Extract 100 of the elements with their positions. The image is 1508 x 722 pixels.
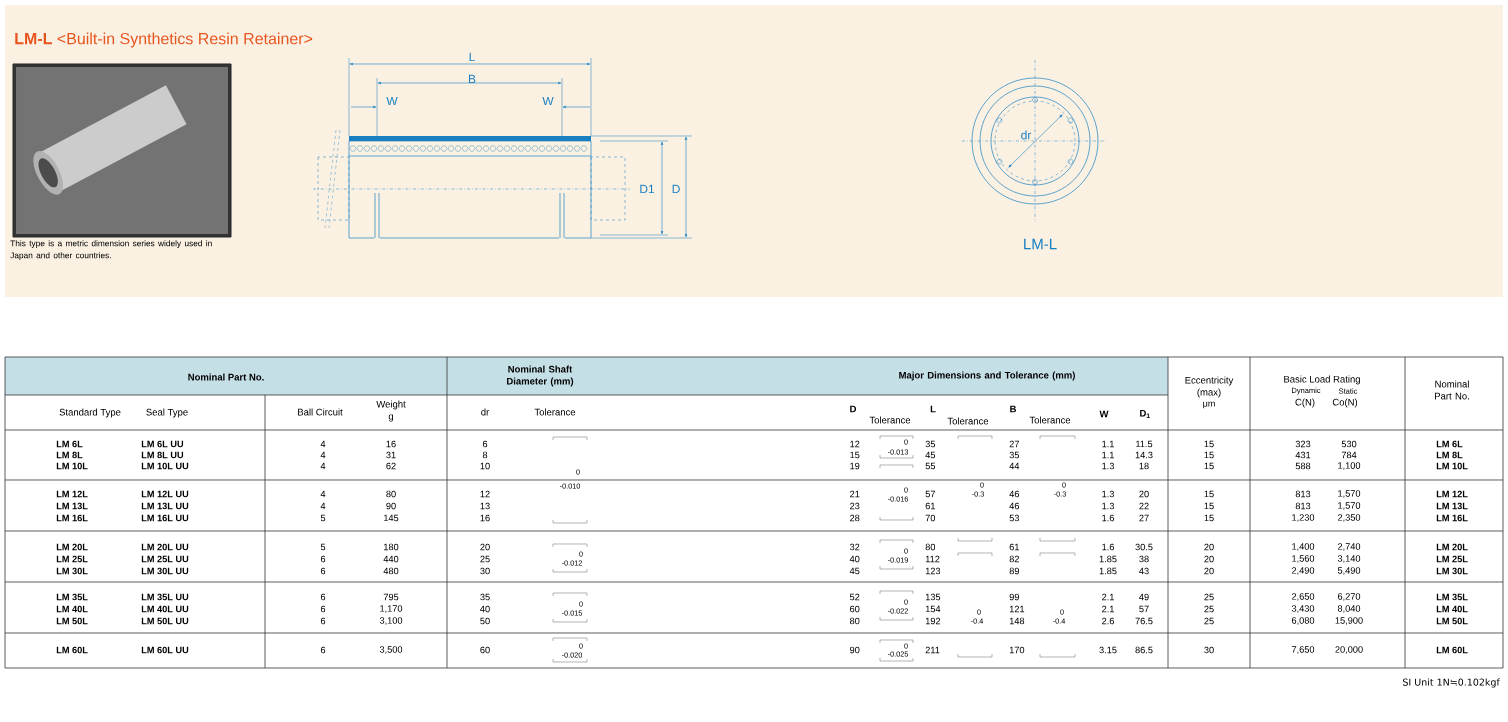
table-cell: 2,350 — [1337, 514, 1361, 522]
table-cell: LM 25L — [56, 555, 88, 563]
table-cell: 80 — [386, 490, 396, 498]
table-cell: LM 50L — [56, 617, 88, 625]
table-cell: LM 12L — [56, 490, 88, 498]
table-cell: LM 8L — [1436, 451, 1463, 459]
table-cell: 813 — [1295, 490, 1311, 498]
table-cell: 76.5 — [1135, 617, 1153, 625]
table-cell: 431 — [1295, 451, 1311, 459]
table-cell: 22 — [1139, 502, 1149, 510]
table-cell: 16 — [386, 440, 396, 448]
table-cell: 813 — [1295, 502, 1311, 510]
table-cell: 1.3 — [1102, 502, 1114, 510]
table-cell: 28 — [850, 514, 860, 522]
table-cell: LM 6L — [1436, 440, 1463, 448]
column-header: Tolerance — [869, 416, 911, 424]
table-cell: 40 — [849, 555, 860, 563]
table-cell: 1.6 — [1102, 543, 1114, 551]
table-cell: LM 50L — [1436, 617, 1468, 625]
table-cell: 145 — [384, 514, 399, 522]
table-cell: 32 — [849, 543, 860, 551]
table-cell: 82 — [1009, 555, 1019, 563]
table-cell: LM 20L — [1436, 543, 1468, 551]
table-cell: LM 10L — [56, 462, 88, 470]
column-header: C(N) — [1295, 398, 1315, 408]
table-cell: 323 — [1295, 440, 1311, 448]
column-header: D$_{1}$ — [1140, 410, 1150, 418]
table-cell: 55 — [925, 462, 936, 470]
table-cell: 80 — [850, 617, 860, 625]
column-header: Nominal Shaft Diameter (mm) — [507, 365, 574, 387]
table-cell: 1,100 — [1338, 462, 1361, 470]
table-cell: 25 — [1204, 605, 1214, 613]
table-cell: 123 — [925, 567, 941, 575]
table-cell: 25 — [1204, 593, 1214, 601]
table-cell: LM 10L — [1436, 462, 1468, 470]
table-cell: 2.6 — [1102, 617, 1114, 625]
column-header: g — [388, 414, 394, 422]
table-cell: 2,650 — [1291, 593, 1315, 601]
table-cell: 4 — [320, 451, 326, 459]
table-cell: 1.1 — [1102, 440, 1114, 448]
table-cell: 1,560 — [1292, 555, 1315, 563]
table-cell: 90 — [850, 646, 860, 654]
table-cell: 80 — [925, 543, 936, 551]
table-cell: 5 — [320, 543, 326, 551]
table-cell: 588 — [1295, 462, 1311, 470]
table-cell: LM 8L — [56, 451, 83, 459]
table-cell: 13 — [480, 502, 490, 510]
table-cell: 27 — [1139, 514, 1149, 522]
table-cell: LM 12L UU — [141, 490, 189, 498]
table-cell: 795 — [383, 593, 399, 601]
table-cell: 86.5 — [1135, 646, 1153, 654]
table-cell: 57 — [925, 490, 935, 498]
column-header: Seal Type — [146, 408, 188, 418]
table-cell: LM 20L — [56, 543, 88, 551]
column-header: Major Dimensions and Tolerance (mm) — [899, 371, 1075, 381]
table-cell: 15 — [1204, 462, 1214, 470]
table-cell: 16 — [480, 514, 490, 522]
table-cell: LM 20L UU — [141, 543, 189, 551]
dimension-label: L — [469, 52, 475, 62]
table-cell: 3,140 — [1337, 555, 1361, 563]
table-cell: 18 — [1139, 462, 1149, 470]
table-cell: LM 8L UU — [141, 451, 184, 459]
table-cell: 2.1 — [1102, 605, 1114, 613]
table-cell: LM 60L — [56, 646, 88, 654]
table-cell: 2.1 — [1102, 593, 1114, 601]
column-header: B — [1010, 405, 1016, 413]
table-cell: LM 10L UU — [141, 462, 189, 470]
dimension-label: W — [542, 96, 554, 106]
table-cell: 4 — [320, 502, 326, 510]
table-cell: LM 25L UU — [141, 555, 189, 563]
table-cell: 21 — [850, 490, 860, 498]
table-cell: 31 — [386, 451, 396, 459]
table-cell: 25 — [480, 555, 490, 563]
table-cell: 480 — [383, 567, 399, 575]
table-cell: 440 — [383, 555, 399, 563]
dimension-label: W — [386, 96, 398, 106]
table-cell: 35 — [480, 593, 490, 601]
table-cell: 180 — [384, 543, 399, 551]
table-cell: 3,500 — [379, 646, 403, 654]
table-cell: 148 — [1009, 617, 1025, 625]
table-cell: 1,170 — [380, 605, 403, 613]
column-header: Tolerance — [534, 408, 576, 416]
table-cell: 57 — [1139, 605, 1149, 613]
table-cell: 12 — [850, 440, 860, 448]
table-cell: 6 — [320, 593, 326, 601]
table-cell: 43 — [1139, 567, 1149, 575]
table-cell: LM 16L — [1436, 514, 1468, 522]
table-cell: 45 — [849, 567, 860, 575]
table-cell: 15 — [1204, 490, 1214, 498]
table-cell: LM 30L — [56, 567, 88, 575]
table-cell: 60 — [850, 605, 860, 613]
table-cell: 6 — [320, 555, 326, 563]
table-cell: 30.5 — [1135, 543, 1153, 551]
table-cell: 121 — [1009, 605, 1025, 613]
table-cell: 1.1 — [1102, 451, 1114, 459]
table-cell: LM 60L UU — [141, 646, 189, 654]
table-cell: 211 — [925, 646, 940, 654]
table-cell: 6,270 — [1337, 593, 1361, 601]
table-cell: 61 — [1009, 543, 1019, 551]
table-cell: LM 35L — [1436, 593, 1468, 601]
